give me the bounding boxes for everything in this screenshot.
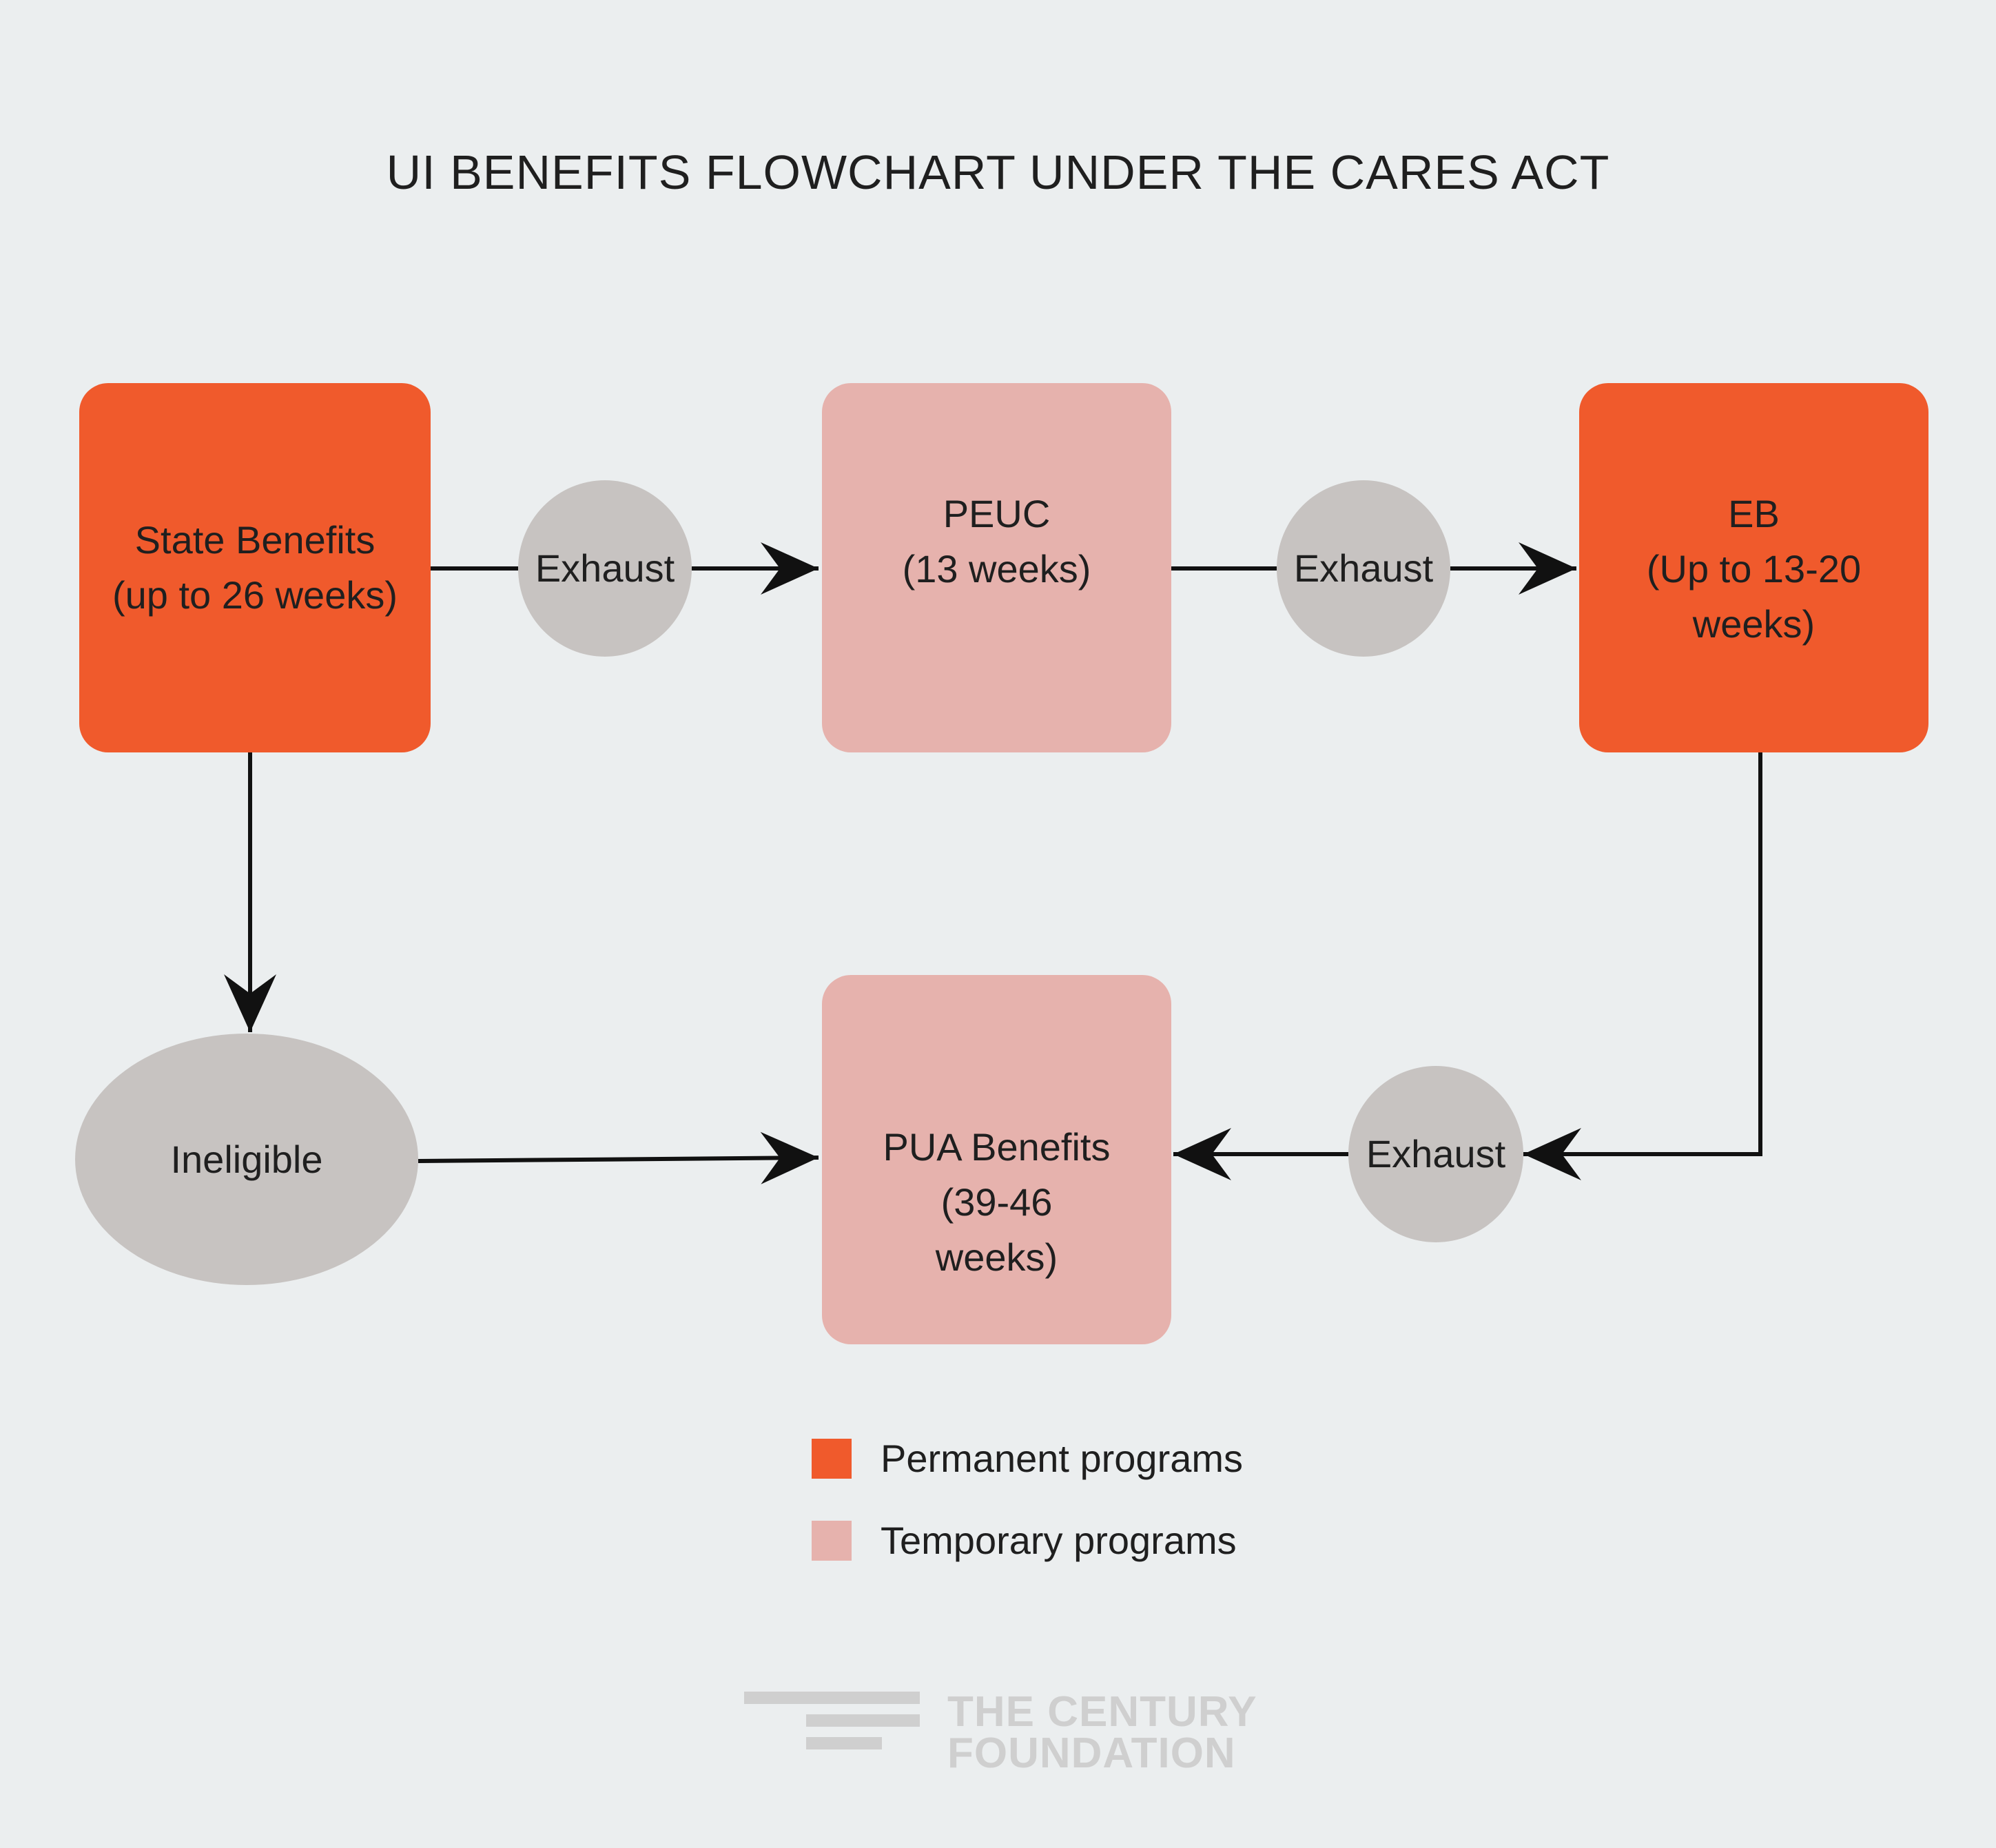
- node-pua-title: PUA Benefits: [883, 1125, 1111, 1169]
- node-pua-duration-1: (39-46: [940, 1180, 1053, 1224]
- node-peuc-title: PEUC: [943, 492, 1051, 535]
- page-title: UI BENEFITS FLOWCHART UNDER THE CARES AC…: [386, 145, 1610, 199]
- legend-label-temporary: Temporary programs: [881, 1519, 1237, 1562]
- legend-swatch-temporary: [812, 1520, 852, 1561]
- node-exhaust-1-label: Exhaust: [535, 546, 675, 590]
- node-eb: EB (Up to 13-20 weeks): [1579, 383, 1928, 752]
- node-state-benefits-title: State Benefits: [134, 518, 375, 562]
- logo-mark-icon: [744, 1692, 920, 1750]
- edge-eb-to-exhaust3: [1654, 752, 1762, 1156]
- node-ineligible: Ineligible: [75, 1034, 418, 1285]
- legend-item-permanent: Permanent programs: [812, 1436, 1243, 1481]
- legend-label-permanent: Permanent programs: [881, 1437, 1244, 1480]
- edge-ineligible-to-pua: [418, 1131, 819, 1184]
- node-pua-duration-2: weeks): [935, 1235, 1058, 1279]
- node-exhaust-2: Exhaust: [1277, 480, 1450, 657]
- node-eb-duration-2: weeks): [1692, 602, 1815, 646]
- node-ineligible-label: Ineligible: [170, 1137, 323, 1181]
- node-eb-title: EB: [1728, 492, 1780, 535]
- node-exhaust-3-label: Exhaust: [1366, 1132, 1506, 1175]
- node-peuc-duration: (13 weeks): [902, 547, 1091, 591]
- node-exhaust-1: Exhaust: [518, 480, 692, 657]
- legend-swatch-permanent: [812, 1438, 852, 1479]
- node-pua-benefits: PUA Benefits (39-46 weeks): [822, 975, 1171, 1344]
- node-peuc: PEUC (13 weeks): [822, 383, 1171, 752]
- logo: THE CENTURY FOUNDATION: [744, 1688, 1257, 1777]
- logo-text-line2: FOUNDATION: [947, 1729, 1236, 1777]
- node-exhaust-2-label: Exhaust: [1293, 546, 1434, 590]
- logo-text-line1: THE CENTURY: [947, 1688, 1257, 1736]
- node-exhaust-3: Exhaust: [1348, 1066, 1523, 1242]
- node-eb-duration-1: (Up to 13-20: [1646, 547, 1862, 591]
- legend-item-temporary: Temporary programs: [812, 1518, 1237, 1563]
- logo-text: THE CENTURY FOUNDATION: [947, 1688, 1257, 1777]
- node-state-benefits: State Benefits (up to 26 weeks): [79, 383, 431, 752]
- node-state-benefits-duration: (up to 26 weeks): [112, 573, 398, 617]
